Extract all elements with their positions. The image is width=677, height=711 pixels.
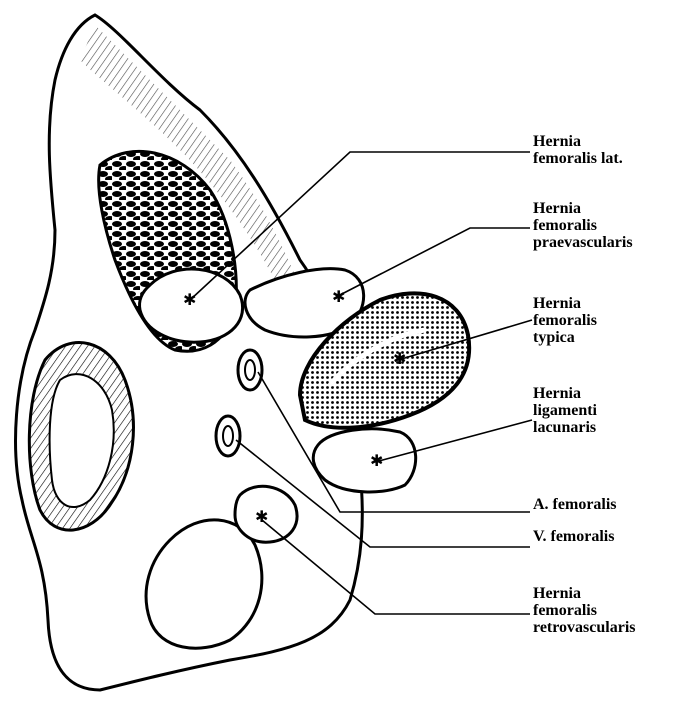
label-line: Hernia xyxy=(533,585,636,602)
label-line: ligamenti xyxy=(533,402,597,419)
label-line: A. femoralis xyxy=(533,496,617,513)
label-line: typica xyxy=(533,329,597,346)
label-line: Hernia xyxy=(533,295,597,312)
hernia-lacunaris-sac xyxy=(313,429,415,492)
label-line: Hernia xyxy=(533,200,633,217)
label-line: V. femoralis xyxy=(533,528,614,545)
label-line: femoralis xyxy=(533,217,633,234)
label-hernia-femoralis-typica: Hernia femoralis typica xyxy=(533,295,597,346)
label-hernia-femoralis-praevascularis: Hernia femoralis praevascularis xyxy=(533,200,633,251)
artery-ring-inner xyxy=(245,360,255,380)
label-line: praevascularis xyxy=(533,234,633,251)
label-line: retrovascularis xyxy=(533,619,636,636)
label-hernia-femoralis-retrovascularis: Hernia femoralis retrovascularis xyxy=(533,585,636,636)
label-line: femoralis xyxy=(533,602,636,619)
leader-praevascularis xyxy=(338,228,530,296)
label-hernia-femoralis-lat: Hernia femoralis lat. xyxy=(533,133,623,167)
label-line: lacunaris xyxy=(533,419,597,436)
label-line: femoralis xyxy=(533,312,597,329)
label-line: femoralis lat. xyxy=(533,150,623,167)
vein-ring-inner xyxy=(223,426,233,446)
label-hernia-ligamenti-lacunaris: Hernia ligamenti lacunaris xyxy=(533,385,597,436)
label-line: Hernia xyxy=(533,385,597,402)
label-a-femoralis: A. femoralis xyxy=(533,496,617,513)
label-v-femoralis: V. femoralis xyxy=(533,528,614,545)
label-line: Hernia xyxy=(533,133,623,150)
